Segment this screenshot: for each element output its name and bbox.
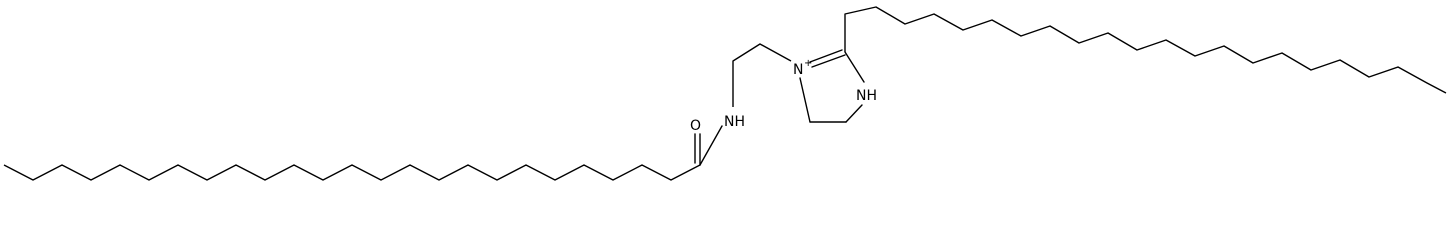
molecule-structure: O NH N + NH <box>3 6 1447 181</box>
ring-amine-nitrogen-label: NH <box>856 88 877 104</box>
acyl-alkyl-chain <box>3 164 701 181</box>
amide-nitrogen-label: NH <box>724 114 745 130</box>
ring-cation-nitrogen-label: N <box>793 62 803 78</box>
ethylene-linker <box>732 43 792 107</box>
amide-c-n-bond <box>699 125 723 166</box>
ring-n3-c4-bond <box>845 104 863 123</box>
ring-alkyl-chain <box>844 6 1447 94</box>
cation-charge-label: + <box>804 58 812 69</box>
structure-diagram: O NH N + NH <box>3 6 1447 181</box>
carbonyl-oxygen-label: O <box>690 118 701 134</box>
ring-c5-n1-bond <box>799 77 811 123</box>
ring-n1-c2-double-bond <box>809 49 843 63</box>
ring-c2-n3-bond <box>844 51 865 83</box>
ring-n1-c2-double-bond-second <box>811 54 846 68</box>
